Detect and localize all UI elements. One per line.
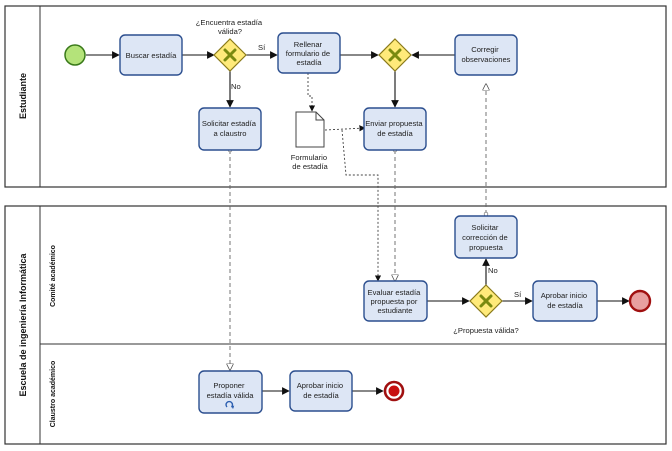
task-solicitar-correccion[interactable]: Solicitar corrección de propuesta bbox=[454, 215, 518, 259]
lane-claustro-label: Claustro académico bbox=[50, 361, 57, 428]
end-event-comite[interactable] bbox=[628, 289, 652, 313]
message-flows bbox=[230, 84, 486, 370]
task-label: Evaluar estadía propuesta por estudiante bbox=[368, 288, 423, 315]
task-rellenar-formulario[interactable]: Rellenar formulario de estadía bbox=[277, 32, 341, 74]
gateway-encuentra-estadia[interactable] bbox=[213, 38, 247, 72]
pool-escuela-label: Escuela de ingeniería Informática bbox=[18, 252, 28, 396]
loop-icon bbox=[225, 400, 235, 409]
gateway-propuesta-valida[interactable] bbox=[469, 284, 503, 318]
task-evaluar-estadia[interactable]: Evaluar estadía propuesta por estudiante bbox=[363, 280, 428, 322]
task-enviar-propuesta[interactable]: Enviar propuesta de estadía bbox=[363, 107, 427, 151]
task-label: Corregir observaciones bbox=[462, 45, 511, 64]
task-label: Buscar estadía bbox=[126, 51, 177, 60]
data-associations bbox=[307, 73, 382, 282]
task-proponer-estadia[interactable]: Proponer estadía válida bbox=[198, 370, 263, 414]
task-aprobar-inicio-claustro[interactable]: Aprobar inicio de estadía bbox=[289, 370, 353, 412]
task-buscar-estadia[interactable]: Buscar estadía bbox=[119, 34, 183, 76]
task-label: Proponer estadía válida bbox=[207, 381, 255, 400]
task-label: Aprobar inicio de estadía bbox=[297, 381, 346, 400]
gateway-propuesta-label: ¿Propuesta válida? bbox=[453, 326, 518, 335]
gateway-merge[interactable] bbox=[378, 38, 412, 72]
task-aprobar-inicio-comite[interactable]: Aprobar inicio de estadía bbox=[532, 280, 598, 322]
task-label: Rellenar formulario de estadía bbox=[286, 40, 332, 67]
task-label: Enviar propuesta de estadía bbox=[365, 119, 425, 138]
flow-label-si-2: Sí bbox=[514, 290, 522, 299]
sequence-flows bbox=[86, 51, 630, 395]
flow-label-no-1: No bbox=[231, 82, 241, 91]
flow-label-no-2: No bbox=[488, 266, 498, 275]
end-event-claustro[interactable] bbox=[383, 380, 405, 402]
pool-escuela: Escuela de ingeniería Informática Comité… bbox=[4, 205, 667, 445]
pool-estudiante-label: Estudiante bbox=[18, 73, 28, 119]
task-label: Solicitar estadía a claustro bbox=[202, 119, 258, 138]
data-object-formulario[interactable]: Formulario de estadía bbox=[291, 111, 329, 171]
lane-comite-label: Comité académico bbox=[50, 245, 57, 307]
task-corregir-observaciones[interactable]: Corregir observaciones bbox=[454, 34, 518, 76]
task-label: Aprobar inicio de estadía bbox=[541, 291, 590, 310]
flow-label-si-1: Sí bbox=[258, 43, 266, 52]
task-label: Solicitar corrección de propuesta bbox=[462, 223, 510, 252]
task-solicitar-estadia-claustro[interactable]: Solicitar estadía a claustro bbox=[198, 107, 262, 151]
start-event[interactable] bbox=[64, 44, 86, 66]
gateway-encuentra-label: ¿Encuentra estadía válida? bbox=[196, 18, 264, 36]
data-object-label: Formulario de estadía bbox=[291, 153, 329, 171]
